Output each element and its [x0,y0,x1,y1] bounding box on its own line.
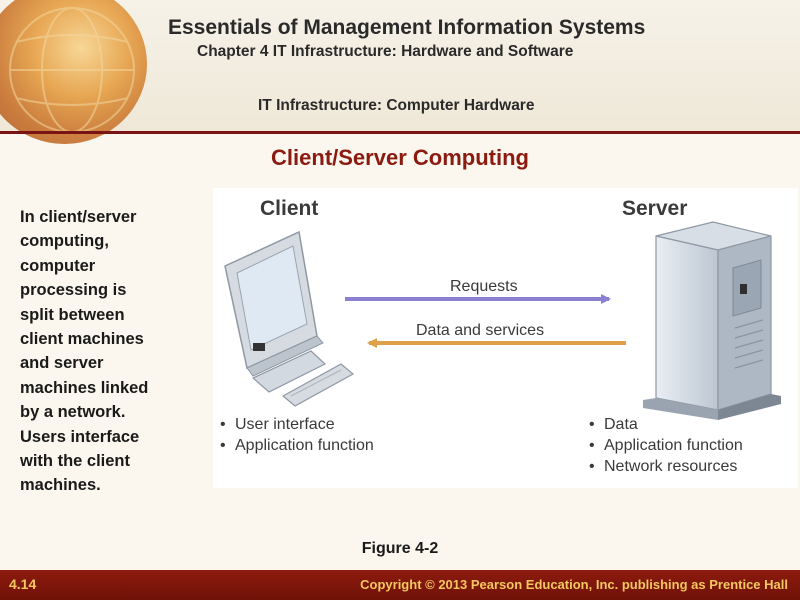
requests-label: Requests [450,278,518,295]
body-line: and server [20,354,104,373]
slide-header: Essentials of Management Information Sys… [0,0,800,144]
bullet-icon: • [589,416,595,433]
server-label: Server [622,197,687,220]
client-computer-icon [224,230,355,407]
body-line: Users interface [20,427,140,446]
data-services-label: Data and services [416,322,544,339]
globe-logo [0,0,147,144]
course-title: Essentials of Management Information Sys… [168,16,646,39]
body-line: by a network. [20,403,126,422]
slide-title: Client/Server Computing [271,145,529,170]
figure-caption: Figure 4-2 [361,540,439,557]
section-title: IT Infrastructure: Computer Hardware [258,97,535,114]
slide-footer: 4.14 Copyright © 2013 Pearson Education,… [0,570,800,600]
client-server-diagram: Client Server Requests Data and services… [213,188,798,488]
body-line: with the client [20,452,131,471]
bullet-icon: • [589,437,595,454]
header-divider [0,131,800,134]
server-bullet: Application function [604,437,743,454]
body-line: computing, [20,232,109,251]
server-bullet: Data [604,416,638,433]
copyright-text: Copyright © 2013 Pearson Education, Inc.… [360,577,788,592]
bullet-icon: • [220,416,226,433]
server-bullet: Network resources [604,458,737,475]
body-line: split between [20,305,125,324]
body-line: machines. [20,476,101,495]
body-line: computer [20,256,96,275]
client-bullet: Application function [235,437,374,454]
client-label: Client [260,197,318,220]
body-line: In client/server [20,208,137,226]
body-line: machines linked [20,378,149,397]
bullet-icon: • [589,458,595,475]
client-bullet: User interface [235,416,335,433]
server-tower-icon [643,221,781,420]
body-line: processing is [20,281,127,300]
body-line: client machines [20,330,144,349]
globe-icon [9,7,135,133]
body-text: In client/server computing, computer pro… [20,205,190,498]
bullet-icon: • [220,437,226,454]
page-number: 4.14 [9,576,37,592]
chapter-title: Chapter 4 IT Infrastructure: Hardware an… [197,43,574,60]
